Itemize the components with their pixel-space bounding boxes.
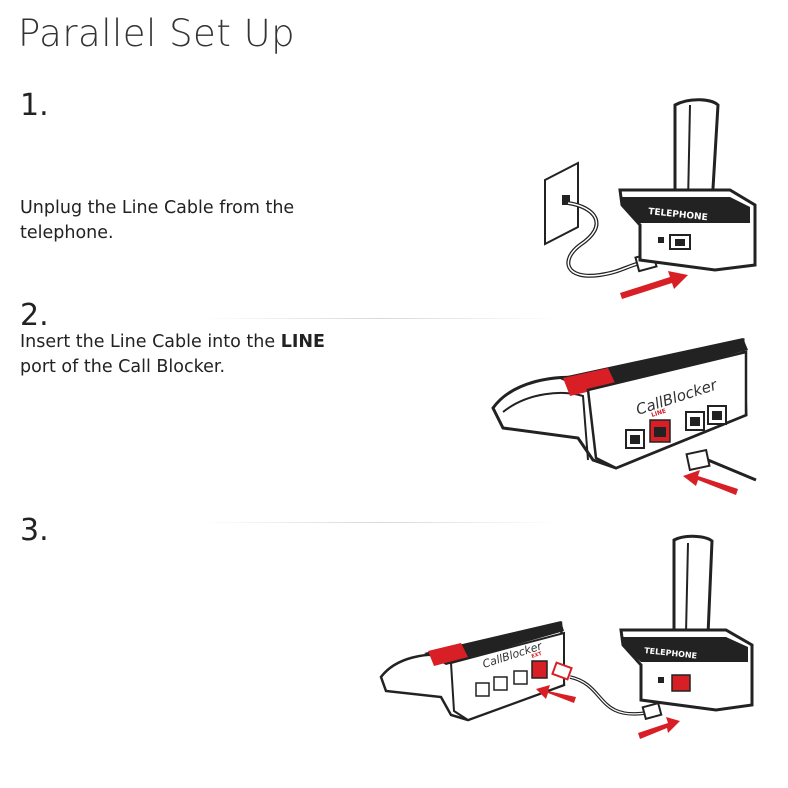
right-arrow-icon — [638, 717, 680, 739]
step-2-illustration: CallBlocker LINE — [488, 320, 758, 500]
section-divider-2 — [200, 522, 560, 523]
telephone-handset — [674, 536, 712, 637]
line-cable-plug — [687, 450, 710, 470]
telephone-port — [672, 675, 690, 691]
step-2-text: Insert the Line Cable into the LINE port… — [20, 330, 350, 380]
insert-arrow-icon — [683, 470, 738, 495]
step-3-number: 3. — [20, 513, 49, 548]
extension-cable — [570, 677, 646, 714]
pull-arrow-icon — [620, 271, 688, 299]
ext-port — [532, 661, 547, 678]
step-1-number: 1. — [20, 88, 49, 123]
step-3-illustration: CallBlocker EXT TELEPHONE — [376, 535, 760, 750]
step-1-text: Unplug the Line Cable from the telephone… — [20, 196, 320, 246]
step-1-illustration: TELEPHONE — [540, 95, 760, 305]
line-cable — [708, 460, 756, 480]
line-keyword: LINE — [281, 332, 325, 352]
page-title: Parallel Set Up — [18, 12, 295, 55]
section-divider-1 — [200, 318, 560, 319]
step-2-number: 2. — [20, 298, 49, 333]
telephone-cable-plug — [643, 703, 662, 719]
